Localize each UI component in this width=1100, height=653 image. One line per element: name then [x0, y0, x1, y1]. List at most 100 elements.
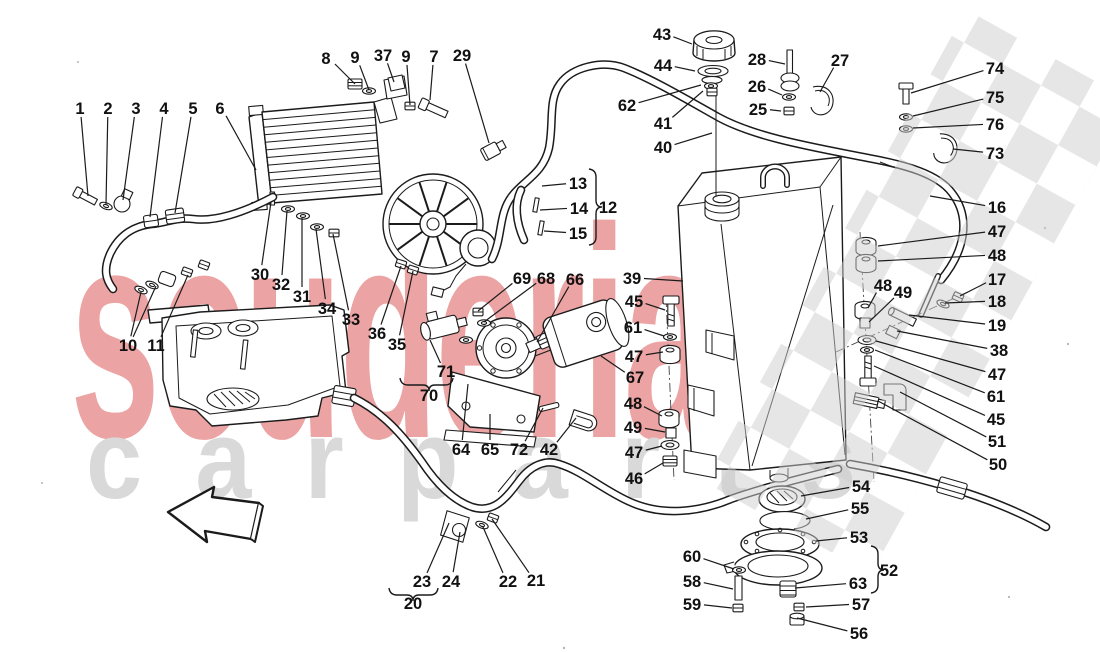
- part-label-15: 15: [569, 225, 587, 243]
- group-brace: [870, 545, 885, 594]
- part-label-6: 6: [215, 100, 224, 118]
- leader-line: [491, 518, 530, 574]
- part-label-11: 11: [147, 337, 164, 355]
- leader-line: [380, 265, 402, 325]
- leader-line: [539, 207, 568, 211]
- oil-cooler-radiator: [248, 75, 408, 212]
- leader-line: [673, 36, 693, 45]
- leader-line: [875, 340, 986, 373]
- leader-line: [315, 228, 326, 300]
- tank-bracket-hardware: [780, 49, 961, 166]
- leader-line: [674, 66, 696, 72]
- leader-line: [877, 254, 986, 262]
- part-label-12: 12: [599, 199, 617, 217]
- leader-line: [671, 90, 704, 118]
- leader-line: [429, 64, 434, 101]
- part-label-75: 75: [986, 89, 1004, 107]
- direction-arrow: [166, 485, 264, 544]
- part-label-37: 37: [374, 47, 392, 65]
- leader-line: [674, 132, 713, 146]
- part-label-13: 13: [569, 175, 587, 193]
- leader-line: [281, 210, 288, 276]
- part-label-55: 55: [851, 500, 869, 518]
- part-label-73: 73: [986, 145, 1004, 163]
- leader-line: [944, 300, 986, 304]
- filler-neck: [704, 191, 740, 222]
- part-label-57: 57: [852, 596, 870, 614]
- leader-line: [874, 349, 986, 394]
- leader-line: [643, 277, 684, 282]
- checkered-flag-watermark: [704, 9, 1100, 575]
- leader-line: [644, 462, 664, 475]
- part-label-34: 34: [318, 300, 337, 318]
- leader-line: [769, 109, 782, 112]
- part-label-29: 29: [453, 47, 471, 65]
- part-label-5: 5: [188, 100, 197, 118]
- leader-line: [645, 351, 664, 356]
- leader-line: [398, 270, 414, 336]
- leader-line: [464, 63, 490, 144]
- leader-line: [556, 417, 577, 443]
- part-label-58: 58: [683, 573, 701, 591]
- part-label-9: 9: [401, 48, 410, 66]
- leader-line: [359, 65, 370, 91]
- diagram-artwork: [41, 30, 1070, 650]
- strainer-fitting: [779, 580, 797, 598]
- leader-line: [225, 115, 257, 171]
- leader-line: [912, 98, 984, 117]
- leader-line: [122, 116, 135, 201]
- leader-line: [896, 330, 988, 349]
- leader-line: [768, 88, 783, 96]
- part-label-36: 36: [368, 325, 386, 343]
- leader-line: [794, 583, 847, 589]
- part-label-43: 43: [653, 26, 671, 44]
- leader-line: [912, 123, 984, 129]
- part-label-61: 61: [987, 388, 1005, 406]
- part-label-61: 61: [624, 319, 642, 337]
- part-label-19: 19: [988, 317, 1006, 335]
- leader-line: [130, 291, 142, 337]
- hose-support-clamp: [440, 510, 500, 543]
- part-label-18: 18: [988, 293, 1006, 311]
- leader-line: [910, 69, 984, 94]
- part-label-20: 20: [404, 595, 422, 613]
- leader-line: [899, 391, 987, 438]
- part-label-41: 41: [654, 115, 672, 133]
- part-label-59: 59: [683, 596, 701, 614]
- leader-line: [429, 339, 442, 364]
- leader-line: [805, 509, 849, 520]
- part-label-24: 24: [442, 573, 461, 591]
- leader-line: [452, 531, 461, 573]
- part-label-17: 17: [988, 271, 1006, 289]
- part-label-39: 39: [623, 270, 641, 288]
- part-label-47: 47: [988, 223, 1006, 241]
- leader-line: [908, 314, 986, 325]
- part-label-45: 45: [625, 293, 643, 311]
- part-label-40: 40: [654, 139, 672, 157]
- leader-line: [105, 116, 109, 205]
- leader-line: [805, 603, 850, 608]
- part-label-49: 49: [624, 419, 642, 437]
- leader-line: [800, 486, 850, 497]
- part-label-52: 52: [880, 562, 898, 580]
- cooler-feed-hose: [72, 186, 278, 296]
- leader-line: [536, 286, 570, 343]
- part-label-48: 48: [874, 277, 892, 295]
- leader-line: [873, 365, 986, 416]
- leader-line: [386, 63, 395, 83]
- leader-line: [406, 64, 411, 106]
- part-label-30: 30: [251, 266, 269, 284]
- part-label-48: 48: [988, 247, 1006, 265]
- part-label-45: 45: [987, 411, 1005, 429]
- leader-line: [815, 537, 848, 542]
- part-label-72: 72: [510, 441, 528, 459]
- leader-line: [426, 522, 450, 574]
- group-brace: [388, 587, 439, 602]
- leader-line: [643, 406, 663, 417]
- group-brace: [399, 377, 454, 392]
- leader-line: [600, 355, 626, 373]
- leader-line: [796, 617, 848, 632]
- part-label-56: 56: [850, 625, 868, 643]
- part-label-9: 9: [350, 49, 359, 67]
- part-label-67: 67: [626, 369, 644, 387]
